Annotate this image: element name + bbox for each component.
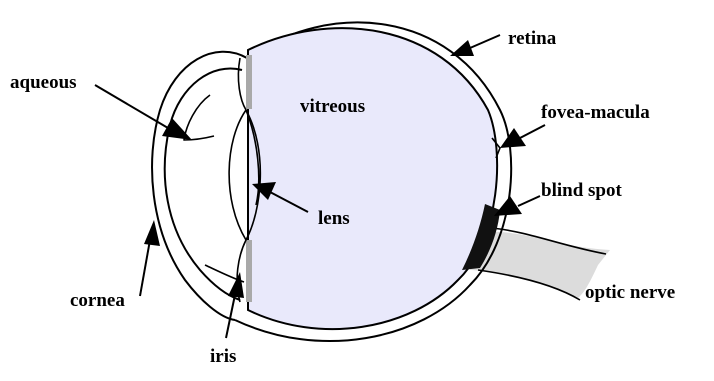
- iris-label: iris: [210, 346, 236, 367]
- blind-spot-label: blind spot: [541, 180, 622, 201]
- fovea-macula-label: fovea-macula: [541, 102, 650, 123]
- iris-upper-bar: [246, 55, 252, 109]
- iris-pointer: [226, 272, 244, 338]
- optic-nerve-label: optic nerve: [585, 282, 675, 303]
- aqueous-pointer: [95, 85, 192, 140]
- iris-upper: [238, 58, 246, 110]
- cornea-pointer: [140, 220, 160, 296]
- retina-pointer: [450, 35, 500, 56]
- cornea-label: cornea: [70, 290, 125, 311]
- lens-label: lens: [318, 208, 350, 229]
- blind-spot-pointer: [494, 196, 540, 216]
- vitreous-chamber: [248, 28, 497, 329]
- aqueous-label: aqueous: [10, 72, 77, 93]
- aqueous-chamber: [184, 95, 214, 140]
- retina-label: retina: [508, 28, 557, 49]
- iris-lower-bar: [246, 240, 252, 302]
- vitreous-label: vitreous: [300, 96, 365, 117]
